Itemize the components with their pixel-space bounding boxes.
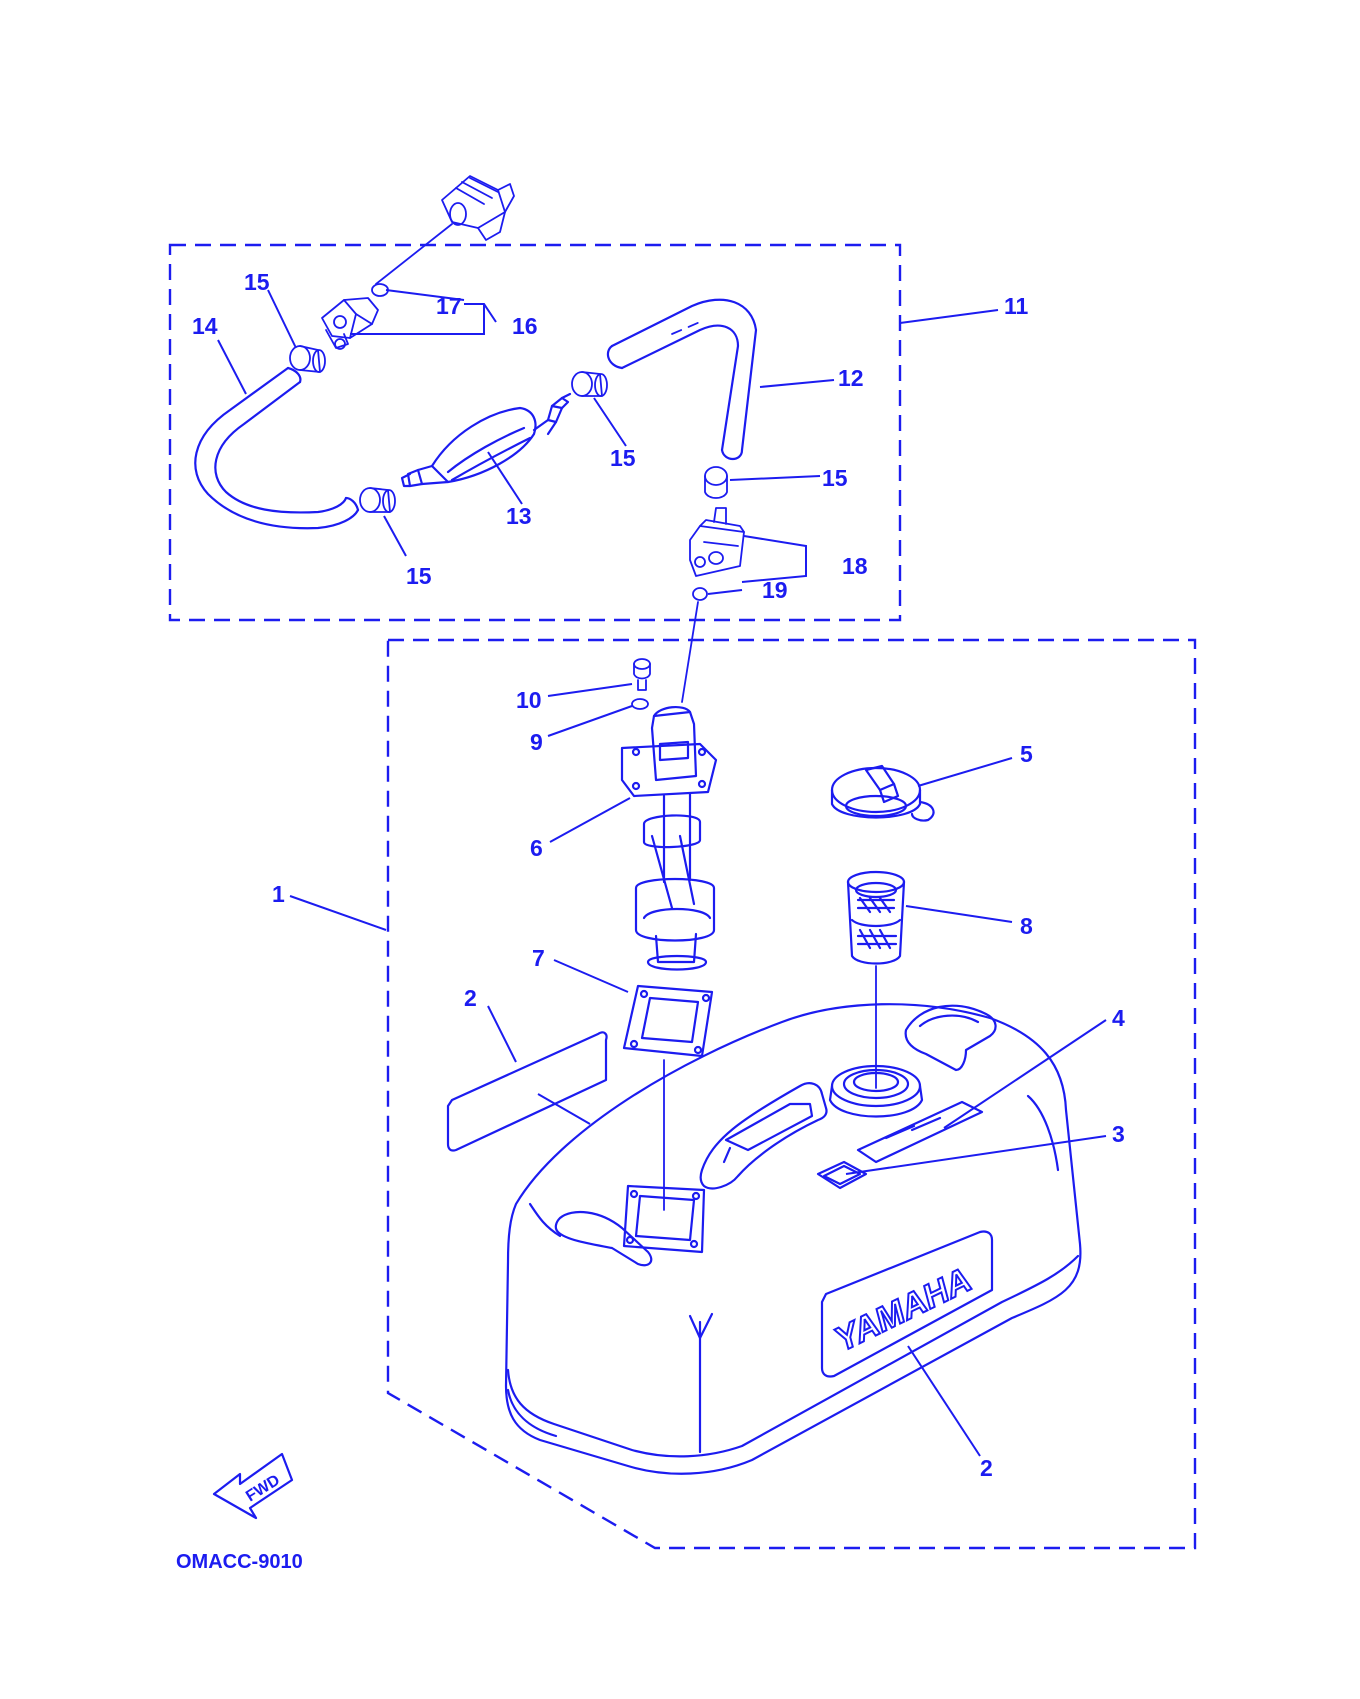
fuel-tank-assembly-group-box — [386, 638, 1197, 1550]
callout-15-c: 15 — [610, 445, 636, 471]
connector-16 — [321, 297, 379, 350]
fuel-gauge-6 — [620, 706, 718, 971]
fuel-hose-14 — [194, 366, 360, 530]
fuel-tank-1 — [504, 1003, 1082, 1475]
joint-18 — [689, 507, 745, 577]
callout-11: 11 — [1004, 293, 1029, 319]
callout-13: 13 — [506, 503, 532, 529]
fuel-hose-12-inner — [620, 324, 740, 452]
engine-side-connector — [441, 175, 515, 241]
callout-4: 4 — [1112, 1005, 1125, 1031]
screw-10 — [633, 658, 651, 691]
o-ring-19 — [692, 587, 708, 601]
callout-10: 10 — [516, 687, 542, 713]
callout-2-left: 2 — [464, 985, 477, 1011]
connector-guide-line — [375, 223, 453, 285]
callout-1: 1 — [272, 881, 285, 907]
callout-3: 3 — [1112, 1121, 1125, 1147]
callout-5: 5 — [1020, 741, 1033, 767]
washer-9 — [631, 698, 649, 710]
callout-9: 9 — [530, 729, 543, 755]
callout-8: 8 — [1020, 913, 1033, 939]
leader-lines — [217, 289, 1107, 1457]
callout-15-d: 15 — [822, 465, 848, 491]
joint-guide-line — [681, 601, 699, 703]
callout-14: 14 — [192, 313, 218, 339]
fuel-hose-14-inner — [214, 380, 348, 514]
hose-clip-15-b — [359, 487, 396, 513]
callout-2-bottom: 2 — [980, 1455, 993, 1481]
callout-12: 12 — [838, 365, 864, 391]
drawing-code: OMACC-9010 — [176, 1551, 303, 1573]
hose-clip-15-a — [289, 345, 326, 373]
fuel-hose-12 — [610, 298, 758, 452]
decal-2-left — [446, 1031, 608, 1152]
callout-16: 16 — [512, 313, 538, 339]
fuel-line-assembly-group-box — [168, 243, 902, 622]
filler-cap-5 — [830, 764, 935, 822]
callout-6: 6 — [530, 835, 543, 861]
callout-15-a: 15 — [244, 269, 270, 295]
callout-15-b: 15 — [406, 563, 432, 589]
o-ring-17 — [371, 283, 389, 297]
callout-17: 17 — [436, 293, 462, 319]
callout-19: 19 — [762, 577, 788, 603]
fuel-strainer-8 — [846, 870, 906, 965]
hose-clip-15-d — [704, 466, 728, 499]
gasket-7 — [622, 984, 714, 1058]
callout-7: 7 — [532, 945, 545, 971]
primer-bulb-13 — [400, 392, 572, 488]
callout-18: 18 — [842, 553, 868, 579]
hose-clip-15-c — [571, 371, 608, 397]
forward-direction-arrow-icon — [212, 1452, 294, 1520]
